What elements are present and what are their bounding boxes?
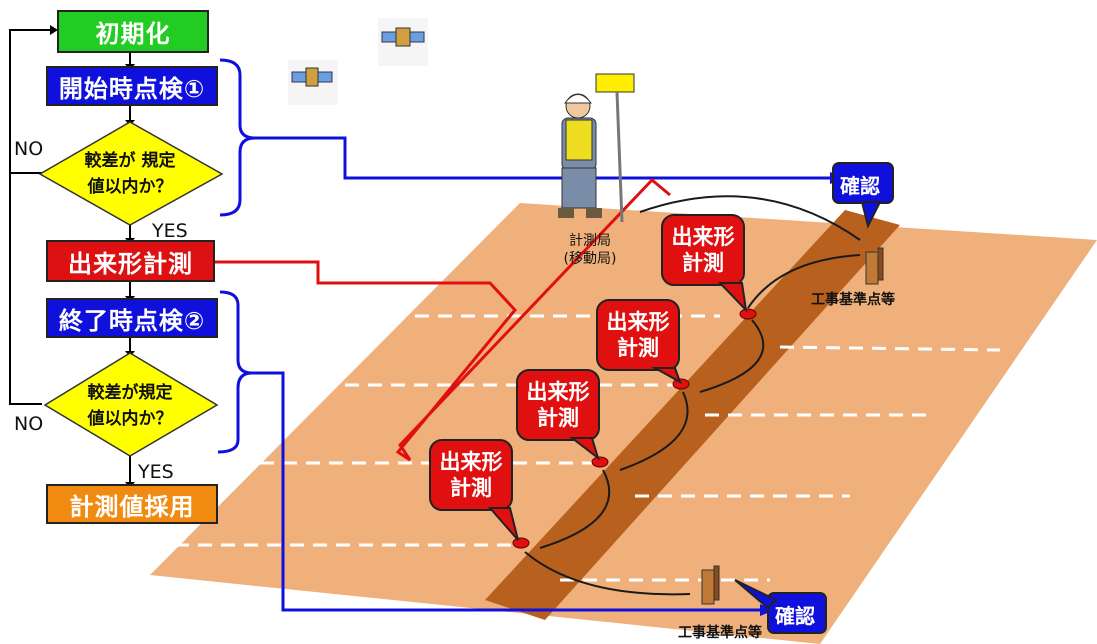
- decision-2-line2: 値以内か？: [87, 409, 173, 429]
- ground-plane: [150, 203, 1097, 644]
- blue-line-bottom: [252, 371, 760, 612]
- adopt-box: 計測値採用: [46, 484, 218, 524]
- callout-3-line2: 計測: [537, 406, 579, 430]
- callout-2-line2: 計測: [617, 336, 659, 360]
- end-check-box: 終了時点検②: [46, 298, 218, 338]
- rover-label-line2: (移動局): [563, 251, 617, 267]
- confirm-label-top: 確認: [840, 174, 880, 198]
- no-label-1: NO: [14, 138, 44, 160]
- confirm-label-bottom: 確認: [775, 604, 815, 628]
- callout-4-line1: 出来形: [439, 450, 503, 474]
- confirm-shapes: [734, 162, 894, 634]
- benchmark-bottom-post: [701, 565, 720, 605]
- callout-3-line1: 出来形: [526, 380, 590, 404]
- decision-diamond-1: [38, 121, 224, 226]
- decision-1-text: 較差が 規定 値以内か？: [60, 148, 200, 200]
- decision-1-line1: 較差が 規定: [84, 151, 176, 171]
- satellite-icon-2: [378, 18, 428, 66]
- brace-top: [219, 58, 256, 217]
- path-arrows: [524, 195, 861, 596]
- start-check-box: 開始時点検①: [46, 66, 218, 106]
- callout-3: 出来形 計測: [518, 379, 598, 431]
- decision-1-line2: 値以内か？: [87, 177, 173, 197]
- decision-diamond-2: [43, 352, 219, 457]
- satellite-icon-1: [288, 60, 338, 105]
- benchmark-top-post: [865, 247, 884, 285]
- rover-label-line1: 計測局: [569, 233, 611, 249]
- decision-2-text: 較差が規定 値以内か？: [60, 380, 200, 432]
- rover-label: 計測局 (移動局): [550, 232, 630, 268]
- benchmark-label-bottom: 工事基準点等: [678, 625, 762, 641]
- blue-line-top: [255, 136, 830, 180]
- yes-label-2: YES: [138, 461, 174, 483]
- yes-label-1: YES: [152, 220, 188, 242]
- callout-2: 出来形 計測: [598, 309, 678, 361]
- init-box: 初期化: [57, 10, 209, 53]
- callout-4-line2: 計測: [450, 476, 492, 500]
- callout-2-line1: 出来形: [606, 310, 670, 334]
- benchmark-label-top: 工事基準点等: [811, 292, 895, 308]
- callout-1-line1: 出来形: [671, 225, 735, 249]
- callout-shapes: [429, 214, 748, 541]
- callout-4: 出来形 計測: [431, 449, 511, 501]
- flow-connectors: [9, 29, 131, 484]
- callout-1: 出来形 計測: [663, 224, 743, 276]
- decision-2-line1: 較差が規定: [87, 383, 173, 403]
- callout-1-line2: 計測: [682, 251, 724, 275]
- measure-points: [512, 308, 757, 549]
- red-line: [215, 177, 671, 462]
- brace-bottom: [217, 290, 253, 454]
- measure-box: 出来形計測: [46, 240, 215, 282]
- no-label-2: NO: [14, 413, 44, 435]
- surveyor-figure: [558, 73, 635, 223]
- survey-strip: [485, 210, 900, 620]
